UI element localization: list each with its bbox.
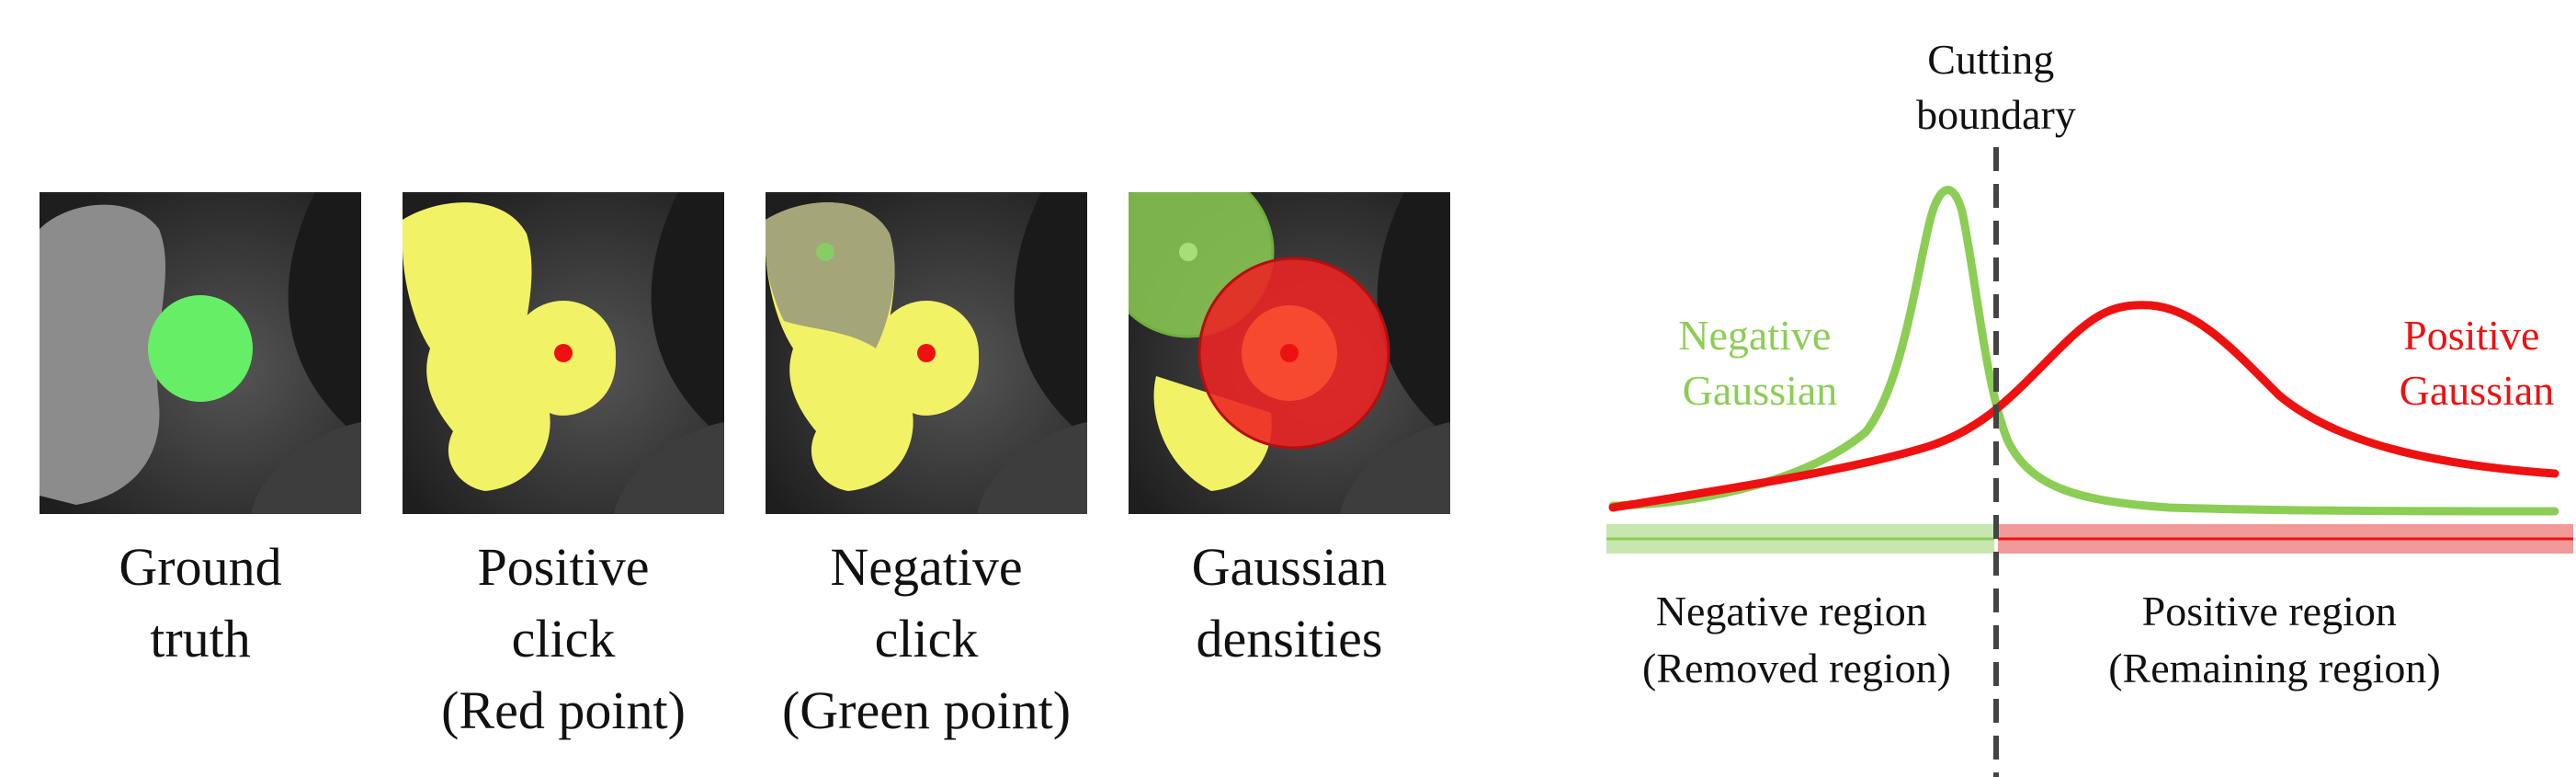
negative-region-label: Negative region (Removed region) [1642,588,1951,691]
gaussian-densities-image [1129,192,1450,514]
negative-click-image [766,192,1087,514]
caption-positive-click: Positive click (Red point) [441,537,686,740]
cutting-boundary-label: Cutting boundary [1916,36,2076,138]
gaussian-cutting-diagram: Cutting boundary Negative Gaussian Posit… [1606,36,2573,777]
caption-gaussian-densities: Gaussian densities [1191,537,1388,668]
ground-truth-image [40,192,361,514]
negative-region-band [1606,524,1994,554]
negative-gaussian-curve [1608,186,2559,516]
caption-ground-truth: Ground truth [119,537,282,668]
positive-gaussian-curve [1608,301,2559,512]
caption-negative-click: Negative click (Green point) [781,537,1072,740]
positive-region-label: Positive region (Remaining region) [2108,588,2441,691]
positive-click-point [554,344,573,362]
negative-click-point [816,243,834,261]
negative-gaussian-label: Negative Gaussian [1678,312,1842,414]
positive-gaussian-label: Positive Gaussian [2400,312,2555,414]
positive-click-image [403,192,724,514]
positive-region-band [1998,524,2573,554]
